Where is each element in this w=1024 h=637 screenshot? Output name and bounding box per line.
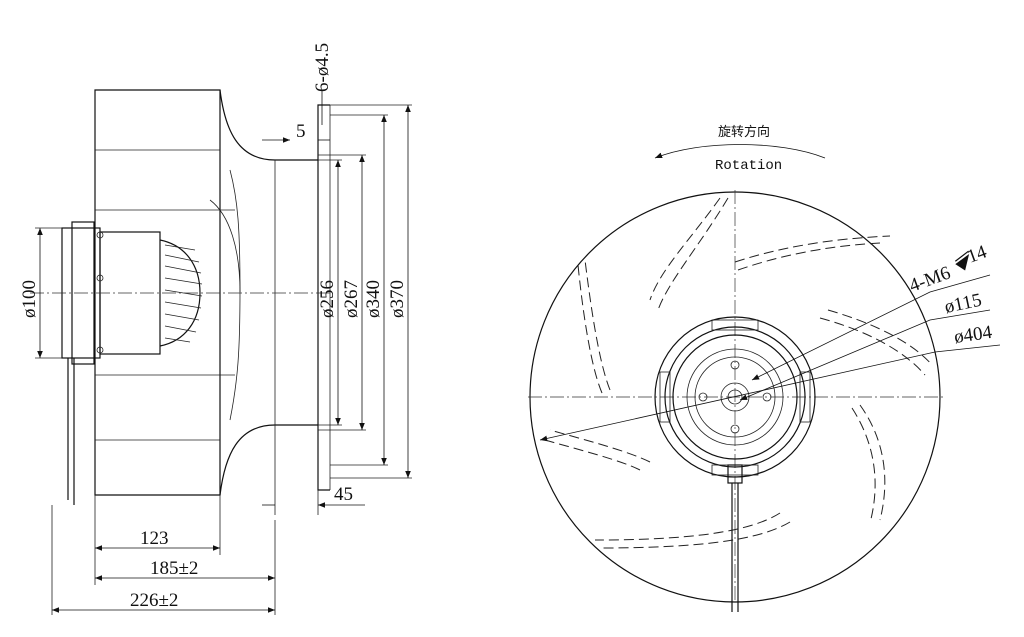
len-185-label: 185±2 xyxy=(150,558,198,579)
dia-256-label: ø256 xyxy=(317,280,338,318)
front-view: 旋转方向 Rotation 4-M6 14 ø115 ø404 xyxy=(528,124,1001,612)
rotation-en-label: Rotation xyxy=(715,158,782,174)
flange-offset-label: 5 xyxy=(296,121,306,142)
thread-depth-label: 14 xyxy=(965,241,991,267)
len-123-label: 123 xyxy=(140,528,169,549)
rotation-cn-label: 旋转方向 xyxy=(718,124,770,140)
hub-mounting-holes xyxy=(698,360,772,434)
dia-115-label: ø115 xyxy=(943,290,984,318)
hole-spec-label: 6-ø4.5 xyxy=(312,43,333,92)
depth-symbol-icon xyxy=(954,250,970,271)
len-226-label: 226±2 xyxy=(130,590,178,611)
depth-45-label: 45 xyxy=(334,484,353,505)
impeller-blades xyxy=(544,197,933,549)
side-view: 6-ø4.5 5 ø100 ø256 ø267 ø340 ø370 45 xyxy=(19,43,412,615)
dia-404-label: ø404 xyxy=(953,322,994,348)
motor-cooling-fins xyxy=(164,244,203,343)
dia-100-label: ø100 xyxy=(19,280,40,318)
thread-spec-label: 4-M6 xyxy=(907,263,954,297)
hub-rim-tabs xyxy=(659,319,811,476)
dia-370-label: ø370 xyxy=(387,280,408,318)
dia-267-label: ø267 xyxy=(341,280,362,318)
dia-340-label: ø340 xyxy=(363,280,384,318)
